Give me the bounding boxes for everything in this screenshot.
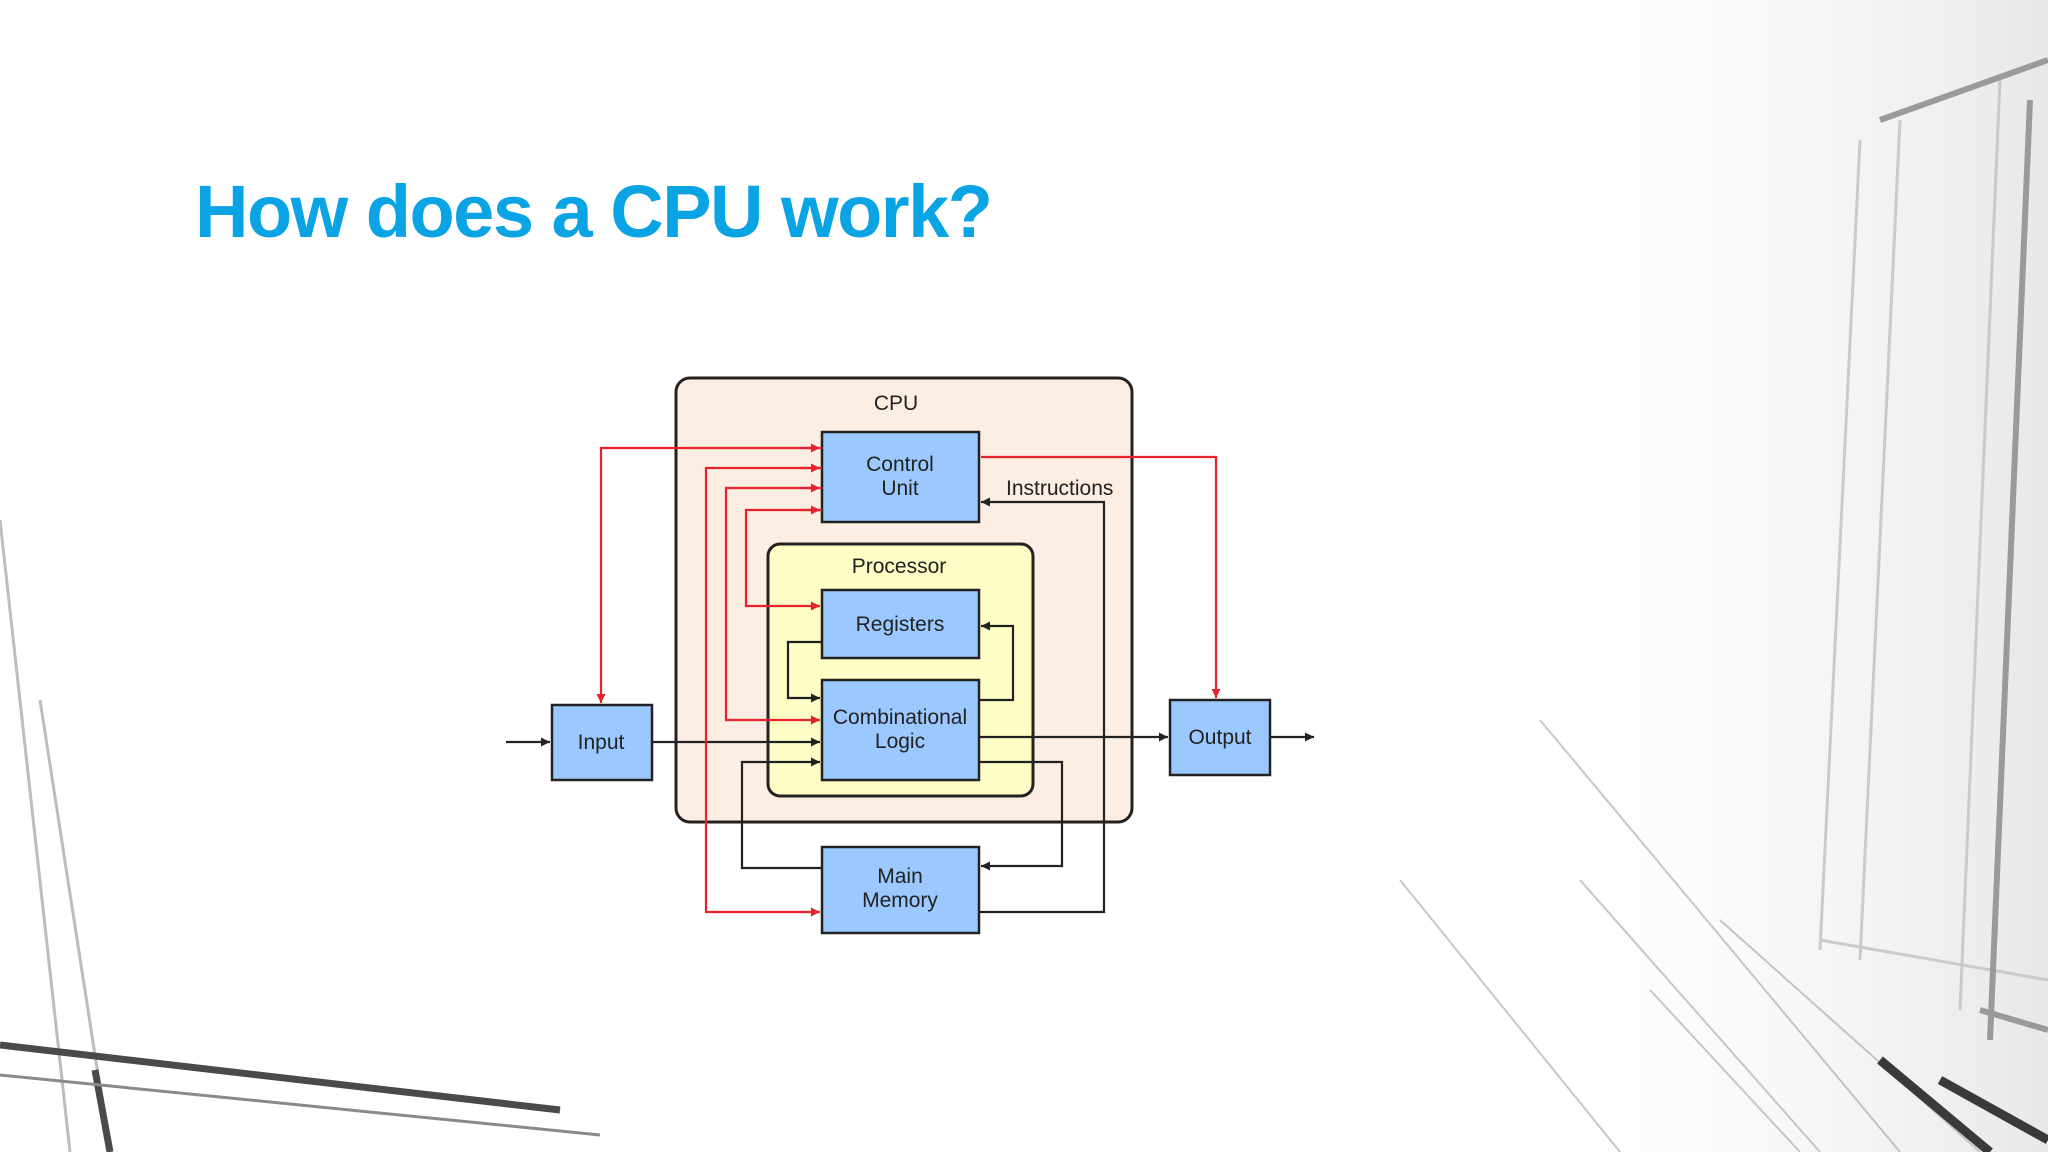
arrow-memory-to-logic — [740, 757, 822, 870]
svg-text:Combinational: Combinational — [833, 706, 967, 729]
slide-title: How does a CPU work? — [195, 170, 993, 253]
output-block: Output — [1168, 698, 1272, 777]
arrow-control-to-input — [596, 446, 822, 703]
svg-text:Registers: Registers — [856, 613, 945, 636]
arrow-memory-instructions-to-control — [979, 497, 1106, 914]
arrow-logic-to-registers — [979, 621, 1015, 702]
control-unit-block: Control Unit — [820, 430, 981, 524]
combinational-logic-block: Combinational Logic — [820, 678, 981, 782]
processor-label: Processor — [852, 555, 947, 578]
arrow-control-to-memory — [704, 466, 822, 917]
svg-text:Logic: Logic — [875, 730, 925, 753]
input-block: Input — [550, 703, 654, 782]
arrow-logic-to-memory — [979, 760, 1064, 871]
arrow-control-to-output — [981, 455, 1221, 698]
svg-text:Unit: Unit — [881, 477, 919, 500]
svg-text:Main: Main — [877, 865, 923, 888]
svg-text:Memory: Memory — [862, 889, 938, 912]
arrow-registers-to-logic — [786, 640, 822, 703]
instructions-label: Instructions — [1006, 477, 1113, 500]
svg-text:Output: Output — [1188, 726, 1251, 749]
arrow-control-to-logic — [724, 486, 822, 725]
arrow-control-to-registers — [744, 508, 822, 611]
main-memory-block: Main Memory — [820, 845, 981, 935]
cpu-label: CPU — [874, 392, 918, 415]
svg-text:Input: Input — [578, 731, 625, 754]
registers-block: Registers — [820, 588, 981, 660]
svg-text:Control: Control — [866, 453, 934, 476]
